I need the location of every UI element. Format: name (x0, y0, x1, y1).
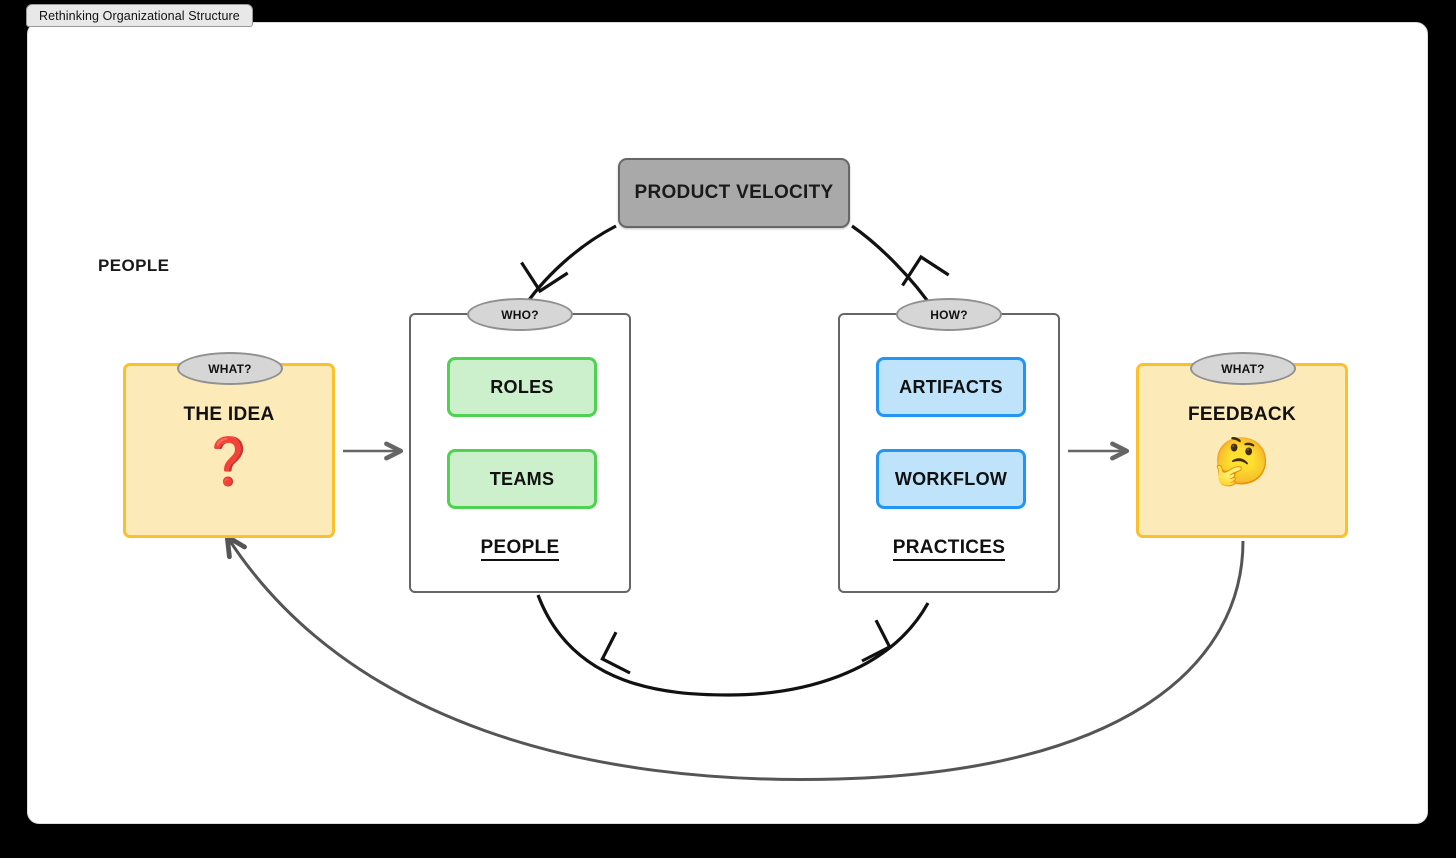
chip-artifacts[interactable]: ARTIFACTS (876, 357, 1026, 417)
node-feedback[interactable]: FEEDBACK 🤔 (1136, 363, 1348, 538)
chip-roles[interactable]: ROLES (447, 357, 597, 417)
arrowhead-people-to-practices-end (861, 619, 892, 663)
feedback-title: FEEDBACK (1188, 404, 1296, 425)
arrowhead-velocity-to-people (520, 261, 569, 294)
node-product-velocity[interactable]: PRODUCT VELOCITY (618, 158, 850, 228)
diagram-canvas[interactable]: PEOPLE PRODUCT VELOCITY THE IDEA ❓ WHAT?… (27, 22, 1428, 824)
chip-teams[interactable]: TEAMS (447, 449, 597, 509)
people-group-footer: PEOPLE (411, 537, 629, 561)
people-group-footer-text: PEOPLE (480, 537, 560, 561)
section-label-people: PEOPLE (98, 256, 170, 275)
red-question-mark-emoji: ❓ (200, 435, 258, 487)
window-title-tab[interactable]: Rethinking Organizational Structure (26, 4, 253, 27)
badge-how[interactable]: HOW? (896, 298, 1002, 331)
arc-people-to-practices (536, 594, 930, 697)
arc-feedback-to-idea (224, 534, 1245, 781)
window-title-text: Rethinking Organizational Structure (39, 8, 240, 23)
the-idea-title: THE IDEA (183, 404, 275, 425)
product-velocity-label: PRODUCT VELOCITY (634, 182, 834, 203)
node-the-idea[interactable]: THE IDEA ❓ (123, 363, 335, 538)
node-practices-group[interactable]: ARTIFACTS WORKFLOW PRACTICES (838, 313, 1060, 593)
practices-group-footer-text: PRACTICES (892, 537, 1006, 561)
thinking-face-emoji: 🤔 (1213, 435, 1271, 487)
badge-who[interactable]: WHO? (467, 298, 573, 331)
node-people-group[interactable]: ROLES TEAMS PEOPLE (409, 313, 631, 593)
chip-workflow[interactable]: WORKFLOW (876, 449, 1026, 509)
badge-what-idea[interactable]: WHAT? (177, 352, 283, 385)
badge-what-feedback[interactable]: WHAT? (1190, 352, 1296, 385)
practices-group-footer: PRACTICES (840, 537, 1058, 561)
arrowhead-people-to-practices-mid (600, 631, 631, 675)
arrowhead-practices-to-velocity (901, 254, 950, 287)
